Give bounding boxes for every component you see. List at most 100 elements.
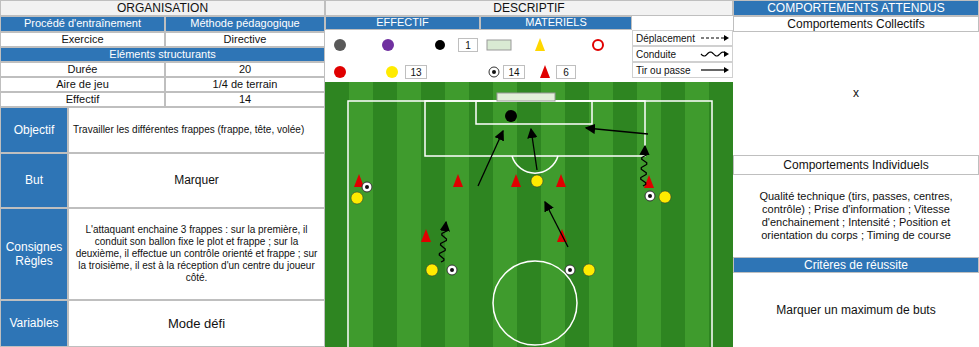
table-cell: 1/4 de terrain — [165, 77, 325, 92]
legend-arrowhead — [724, 67, 729, 73]
table-cell: 20 — [165, 62, 325, 77]
ball — [565, 265, 575, 275]
header-cell: Eléments structurants — [0, 47, 325, 62]
cone — [540, 65, 550, 78]
shot-arrow — [531, 129, 537, 170]
grass-stripe — [493, 82, 517, 347]
table-cell: L'attaquant enchaine 3 frappes : sur la … — [68, 208, 325, 300]
ring-icon — [593, 40, 603, 50]
player — [531, 175, 543, 187]
shot-arrow — [478, 131, 503, 186]
grass-stripe — [397, 82, 421, 347]
criteria-text: Marquer un maximum de buts — [733, 273, 979, 347]
player — [351, 192, 363, 204]
cone — [511, 174, 521, 187]
cell-text: Marquer — [73, 173, 320, 187]
table-cell: Mode défi — [68, 300, 325, 347]
cell-text: Comportements Collectifs — [738, 17, 974, 31]
table-cell: Travailler les différentes frappes (frap… — [68, 107, 325, 153]
table-cell: Durée — [0, 62, 165, 77]
row-label: Objectif — [0, 107, 68, 153]
ball — [645, 191, 655, 201]
grass-stripe — [517, 82, 541, 347]
subheader: Comportements Collectifs — [733, 16, 979, 32]
legend-line — [701, 69, 725, 70]
legend-text: Tir ou passe — [633, 65, 691, 76]
count-label: 6 — [556, 65, 576, 79]
behaviour-text: Qualité technique (tirs, passes, centres… — [733, 175, 979, 257]
center-circle — [493, 261, 577, 345]
header-cell: EFFECTIF — [325, 16, 480, 30]
player-icon — [435, 40, 445, 50]
cell-text: COMPORTEMENTS ATTENDUS — [738, 1, 974, 15]
cell-text: Variables — [5, 316, 63, 330]
grass-stripe — [637, 82, 661, 347]
header-cell: Procédé d'entraînement — [0, 16, 165, 32]
behaviour-text: x — [733, 32, 979, 155]
cell-text: Eléments structurants — [5, 48, 320, 61]
cone — [453, 174, 463, 187]
dribble-arrow — [439, 222, 447, 262]
goal-icon — [487, 40, 511, 50]
legend-sample — [698, 63, 732, 77]
cell-text: Méthode pédagogique — [170, 17, 320, 30]
legend-arrowhead — [724, 51, 729, 57]
row-label: But — [0, 153, 68, 208]
player-icon — [382, 39, 394, 51]
count-label: 1 — [458, 38, 478, 52]
subheader: Critères de réussite — [733, 257, 979, 273]
cell-text: Consignes Règles — [5, 240, 63, 269]
header-cell: MATERIELS — [480, 16, 632, 30]
legend-sample — [698, 47, 732, 61]
cross-arrow — [586, 128, 648, 134]
player — [426, 264, 438, 276]
cell-text: DESCRIPTIF — [330, 1, 728, 15]
count-label: 14 — [503, 65, 525, 79]
legend-line — [701, 52, 725, 56]
player — [583, 264, 595, 276]
touchline — [348, 101, 712, 347]
player — [659, 191, 671, 203]
table-cell: Exercice — [0, 32, 165, 47]
cell-text: But — [5, 173, 63, 187]
cell-text: 1/4 de terrain — [170, 78, 320, 91]
table-cell: Effectif — [0, 92, 165, 107]
ball — [489, 67, 499, 77]
cell-text: Durée — [5, 63, 160, 76]
table-cell: 14 — [165, 92, 325, 107]
header-cell: Méthode pédagogique — [165, 16, 325, 32]
cell-text: Effectif — [5, 93, 160, 106]
cone — [556, 174, 566, 187]
ball-patch — [568, 268, 572, 272]
cone — [644, 175, 654, 188]
cell-text: Comportements Individuels — [738, 158, 974, 172]
ball — [447, 265, 457, 275]
cell-text: Qualité technique (tirs, passes, centres… — [737, 190, 975, 243]
legend-arrowhead — [724, 35, 729, 41]
table-cell: Aire de jeu — [0, 77, 165, 92]
section-header: COMPORTEMENTS ATTENDUS — [733, 0, 979, 16]
grass-stripe — [325, 82, 349, 347]
grass-stripe — [685, 82, 709, 347]
cell-text: Exercice — [5, 33, 160, 46]
grass-stripe — [445, 82, 469, 347]
cell-text: Directive — [170, 33, 320, 46]
ball-patch — [450, 268, 454, 272]
ball — [362, 182, 372, 192]
cell-text: ORGANISATION — [5, 1, 320, 15]
cell-text: Procédé d'entraînement — [5, 17, 160, 30]
grass-stripe — [541, 82, 565, 347]
cell-text: L'attaquant enchaine 3 frappes : sur la … — [73, 224, 320, 284]
ball-patch — [648, 194, 652, 198]
grass-stripe — [373, 82, 397, 347]
cell-text: Travailler les différentes frappes (frap… — [73, 124, 320, 136]
goalkeeper — [505, 110, 517, 122]
grass-stripe — [661, 82, 685, 347]
cone — [421, 229, 431, 242]
cell-text: Marquer un maximum de buts — [737, 303, 975, 317]
player-icon — [386, 66, 398, 78]
ball-patch — [365, 185, 369, 189]
dribble-arrow — [641, 146, 648, 186]
ball-patch — [492, 70, 496, 74]
row-label: Variables — [0, 300, 68, 347]
